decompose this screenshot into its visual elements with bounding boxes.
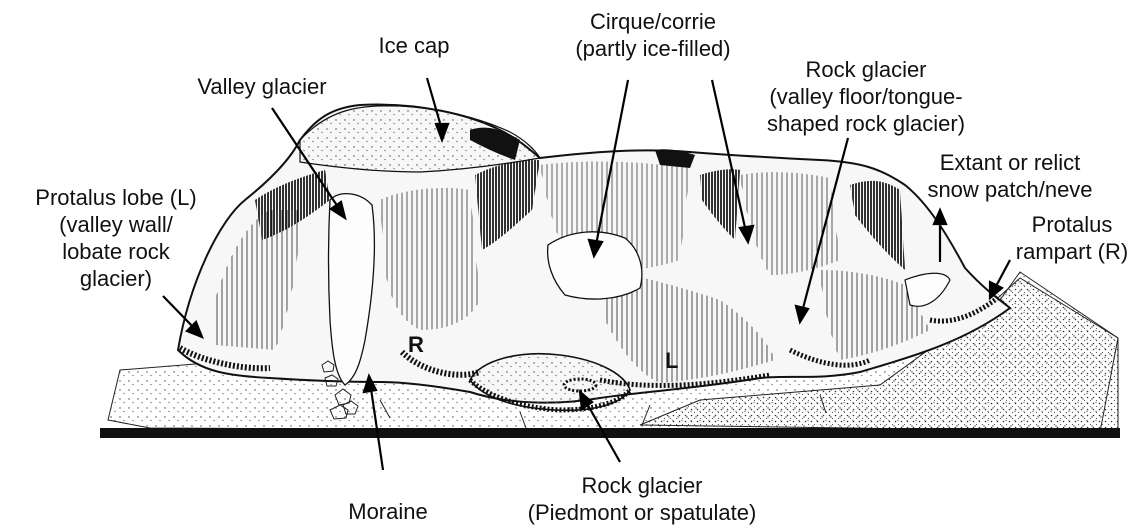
label-valley-glacier: Valley glacier [197,74,326,99]
label-cirque-line2: (partly ice-filled) [575,36,730,61]
label-rock-glacier-valley-line2: (valley floor/tongue- [769,84,962,109]
label-moraine: Moraine [348,499,427,524]
label-protalus-lobe-line3: lobate rock [62,239,171,264]
label-protalus-rampart-line1: Protalus [1032,212,1113,237]
label-snow-patch-line1: Extant or relict [940,150,1081,175]
label-rock-glacier-valley-line1: Rock glacier [805,57,926,82]
label-protalus-lobe-line1: Protalus lobe (L) [35,185,196,210]
map-letter-lobe: L [665,348,678,373]
label-protalus-lobe-line4: glacier) [80,266,152,291]
label-protalus-rampart-line2: rampart (R) [1016,239,1128,264]
label-rock-glacier-piedmont-line1: Rock glacier [581,473,702,498]
label-rock-glacier-valley-line3: shaped rock glacier) [767,111,965,136]
label-snow-patch-line2: snow patch/neve [927,177,1092,202]
label-protalus-lobe-line2: (valley wall/ [59,212,174,237]
label-ice-cap: Ice cap [379,33,450,58]
label-rock-glacier-piedmont-line2: (Piedmont or spatulate) [528,500,757,525]
map-letter-rampart: R [408,332,424,357]
label-cirque-line1: Cirque/corrie [590,9,716,34]
